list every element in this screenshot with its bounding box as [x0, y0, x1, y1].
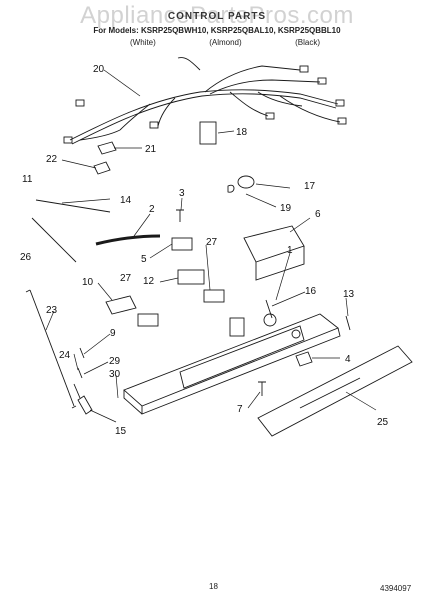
- callout-21: 21: [145, 144, 157, 155]
- wire-harness: [63, 57, 347, 145]
- page-number: 18: [209, 582, 218, 591]
- callout-25: 25: [377, 417, 389, 428]
- connector-plate: [199, 121, 217, 145]
- callout-13: 13: [343, 289, 355, 300]
- part-16: [265, 299, 273, 319]
- trim-panel-25: [257, 345, 413, 437]
- rod-23: [29, 289, 75, 407]
- screw-7: [258, 381, 266, 396]
- screws-left: [73, 347, 85, 399]
- switch-5: [171, 237, 193, 251]
- callout-29: 29: [109, 356, 121, 367]
- screw-3: [176, 209, 184, 222]
- sensor-26: [31, 217, 77, 263]
- callout-7: 7: [237, 404, 243, 415]
- callout-3: 3: [179, 188, 185, 199]
- switch-12: [177, 269, 205, 285]
- bulb-19: [227, 184, 235, 193]
- callout-23: 23: [46, 305, 58, 316]
- callout-2: 2: [149, 204, 155, 215]
- bracket-15: [77, 395, 93, 415]
- callout-11: 11: [22, 174, 33, 185]
- callout-1: 1: [287, 245, 293, 256]
- label-27-upper: [203, 289, 225, 303]
- callout-9: 9: [110, 328, 116, 339]
- callout-17: 17: [304, 181, 316, 192]
- label-27-lower: [137, 313, 159, 327]
- callout-12: 12: [143, 276, 155, 287]
- probe-14: [35, 199, 111, 213]
- callout-22: 22: [46, 154, 58, 165]
- document-number: 4394097: [380, 584, 412, 593]
- leader-lines: [45, 69, 377, 423]
- control-housing: [123, 313, 341, 415]
- clip-22: [93, 161, 111, 175]
- watermark: AppliancePartsPros.com: [80, 2, 354, 29]
- bracket-10: [105, 295, 137, 315]
- color-almond: (Almond): [209, 38, 242, 47]
- callout-18: 18: [236, 127, 248, 138]
- color-white: (White): [130, 38, 156, 47]
- callout-14: 14: [120, 195, 132, 206]
- color-variants: (White) (Almond) (Black): [130, 38, 320, 47]
- callout-5: 5: [141, 254, 147, 265]
- model-list: For Models: KSRP25QBWH10, KSRP25QBAL10, …: [93, 26, 341, 35]
- lamp-socket: [237, 175, 255, 189]
- clip-21: [97, 141, 117, 155]
- callout-30: 30: [109, 369, 121, 380]
- screw-13: [345, 315, 351, 331]
- callout-15: 15: [115, 426, 127, 437]
- callout-labels: 20 18 21 22 11 14 3 2 17 19 6 26 5 27 1 …: [20, 64, 389, 437]
- callout-27-upper: 27: [206, 237, 218, 248]
- tubing-2: [95, 234, 161, 246]
- callout-24: 24: [59, 350, 71, 361]
- callout-4: 4: [345, 354, 351, 365]
- page-title: CONTROL PARTS: [167, 11, 267, 22]
- callout-16: 16: [305, 286, 317, 297]
- callout-19: 19: [280, 203, 292, 214]
- callout-6: 6: [315, 209, 321, 220]
- clip-4: [295, 351, 313, 367]
- control-box-6: [243, 225, 305, 263]
- color-black: (Black): [295, 38, 320, 47]
- callout-20: 20: [93, 64, 105, 75]
- callout-27-lower: 27: [120, 273, 132, 284]
- callout-26: 26: [20, 252, 32, 263]
- callout-10: 10: [82, 277, 94, 288]
